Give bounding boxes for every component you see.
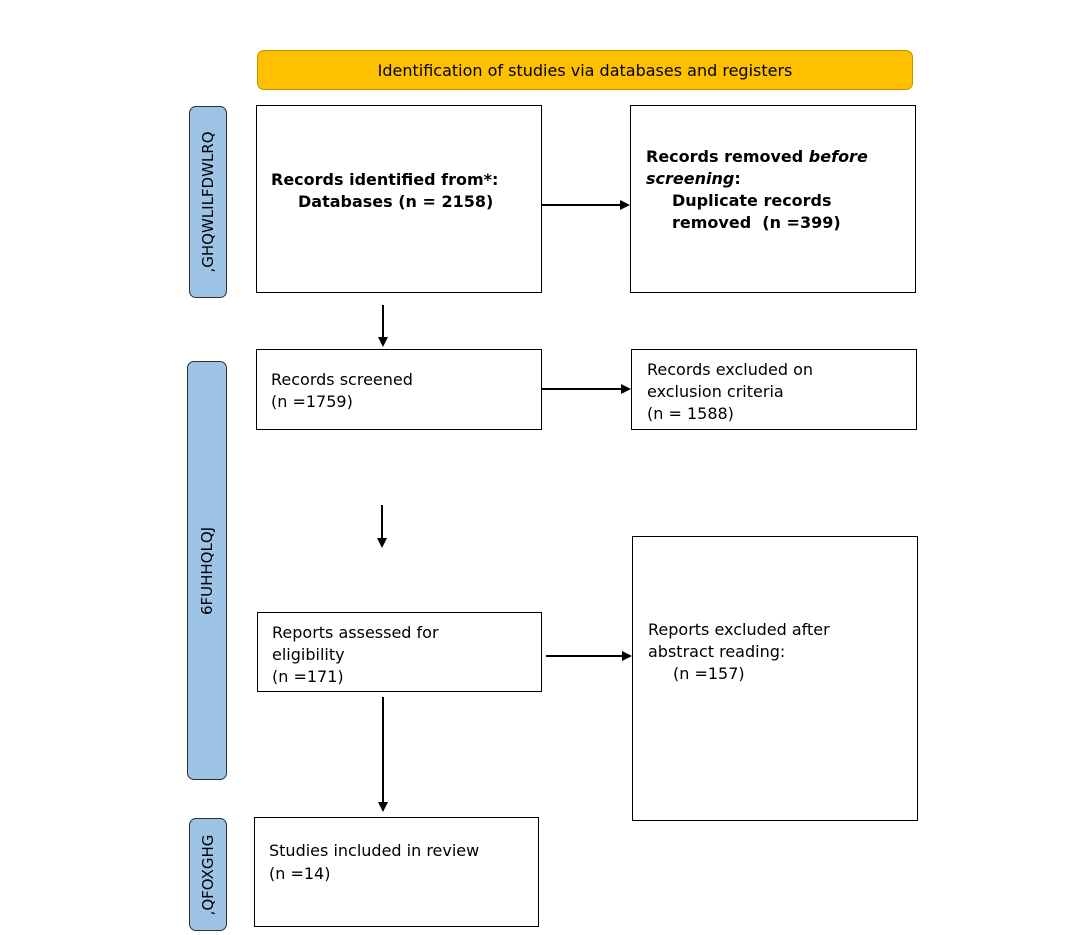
records-removed-line2: screening: (646, 168, 741, 189)
records-excluded-line3: (n = 1588) (647, 404, 734, 423)
reports-assessed-line3: (n =171) (272, 667, 344, 686)
records-removed-line1-plain: Records removed (646, 147, 809, 166)
records-removed-line1: Records removed before (646, 146, 868, 167)
studies-included-line2: (n =14) (269, 864, 331, 883)
records-removed-line2-italic: screening (646, 169, 735, 188)
records-removed-line2-rest: : (734, 169, 741, 188)
records-excluded-box: Records excluded on exclusion criteria (… (631, 349, 917, 430)
reports-excluded-line2: abstract reading: (648, 642, 786, 661)
records-excluded-line1: Records excluded on (647, 360, 814, 379)
reports-excluded-box: Reports excluded after abstract reading:… (632, 536, 918, 821)
reports-assessed-box: Reports assessed for eligibility (n =171… (257, 612, 542, 692)
phase-included: ,QFOXGHG (189, 818, 227, 931)
phase-identification: ,GHQWLILFDWLRQ (189, 106, 227, 298)
studies-included-line1: Studies included in review (269, 841, 480, 860)
studies-included-box: Studies included in review (n =14) (254, 817, 539, 927)
records-removed-line3: Duplicate records (672, 191, 832, 210)
header-title: Identification of studies via databases … (377, 60, 793, 80)
records-identified-line2: Databases (n = 2158) (298, 192, 494, 211)
header-bar: Identification of studies via databases … (257, 50, 913, 90)
reports-assessed-line2: eligibility (272, 645, 345, 664)
records-removed-line4: removed (n =399) (672, 213, 841, 232)
records-screened-line1: Records screened (271, 370, 413, 389)
records-removed-line1-italic: before (808, 147, 868, 166)
records-identified-line1: Records identified from*: (271, 170, 499, 189)
reports-assessed-line1: Reports assessed for (272, 623, 439, 642)
records-removed-box: Records removed before screening: Duplic… (630, 105, 916, 293)
records-excluded-line2: exclusion criteria (647, 382, 784, 401)
phase-screening: 6FUHHQLQJ (187, 361, 227, 780)
records-screened-box: Records screened (n =1759) (256, 349, 542, 430)
reports-excluded-line1: Reports excluded after (648, 620, 830, 639)
reports-excluded-line3: (n =157) (673, 664, 745, 683)
records-identified-box: Records identified from*: Databases (n =… (256, 105, 542, 293)
records-screened-line2: (n =1759) (271, 392, 353, 411)
